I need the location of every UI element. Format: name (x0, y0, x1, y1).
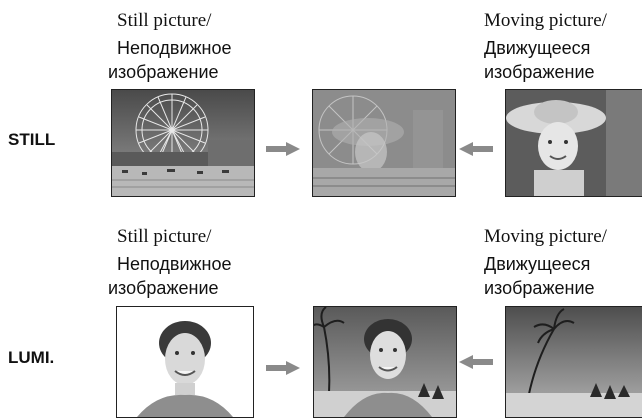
moving-caption-ru-1: Движущееся (484, 254, 591, 274)
moving-caption-en: Moving picture/ (484, 10, 607, 31)
still-caption-ru-2: изображение (108, 278, 219, 298)
mode-label-still: STILL (8, 130, 56, 149)
girl-in-hat-photo (505, 89, 642, 197)
moving-caption-en: Moving picture/ (484, 226, 607, 247)
arrow-left-icon (459, 142, 493, 156)
woman-beach-overlay-photo (313, 306, 457, 418)
ferris-wheel-girl-overlay-photo (312, 89, 456, 197)
ferris-wheel-photo (111, 89, 255, 197)
mode-label-lumi: LUMI. (8, 348, 55, 367)
moving-caption-ru-2: изображение (484, 62, 595, 82)
still-caption-ru-1: Неподвижное (117, 254, 232, 274)
arrow-left-icon (459, 355, 493, 369)
moving-caption-ru-1: Движущееся (484, 38, 591, 58)
still-caption-ru-2: изображение (108, 62, 219, 82)
moving-caption-ru-2: изображение (484, 278, 595, 298)
arrow-right-icon (266, 361, 300, 375)
still-caption-en: Still picture/ (117, 226, 212, 247)
still-caption-en: Still picture/ (117, 10, 212, 31)
beach-palms-photo (505, 306, 642, 418)
still-caption-ru-1: Неподвижное (117, 38, 232, 58)
woman-portrait-photo (116, 306, 254, 418)
arrow-right-icon (266, 142, 300, 156)
